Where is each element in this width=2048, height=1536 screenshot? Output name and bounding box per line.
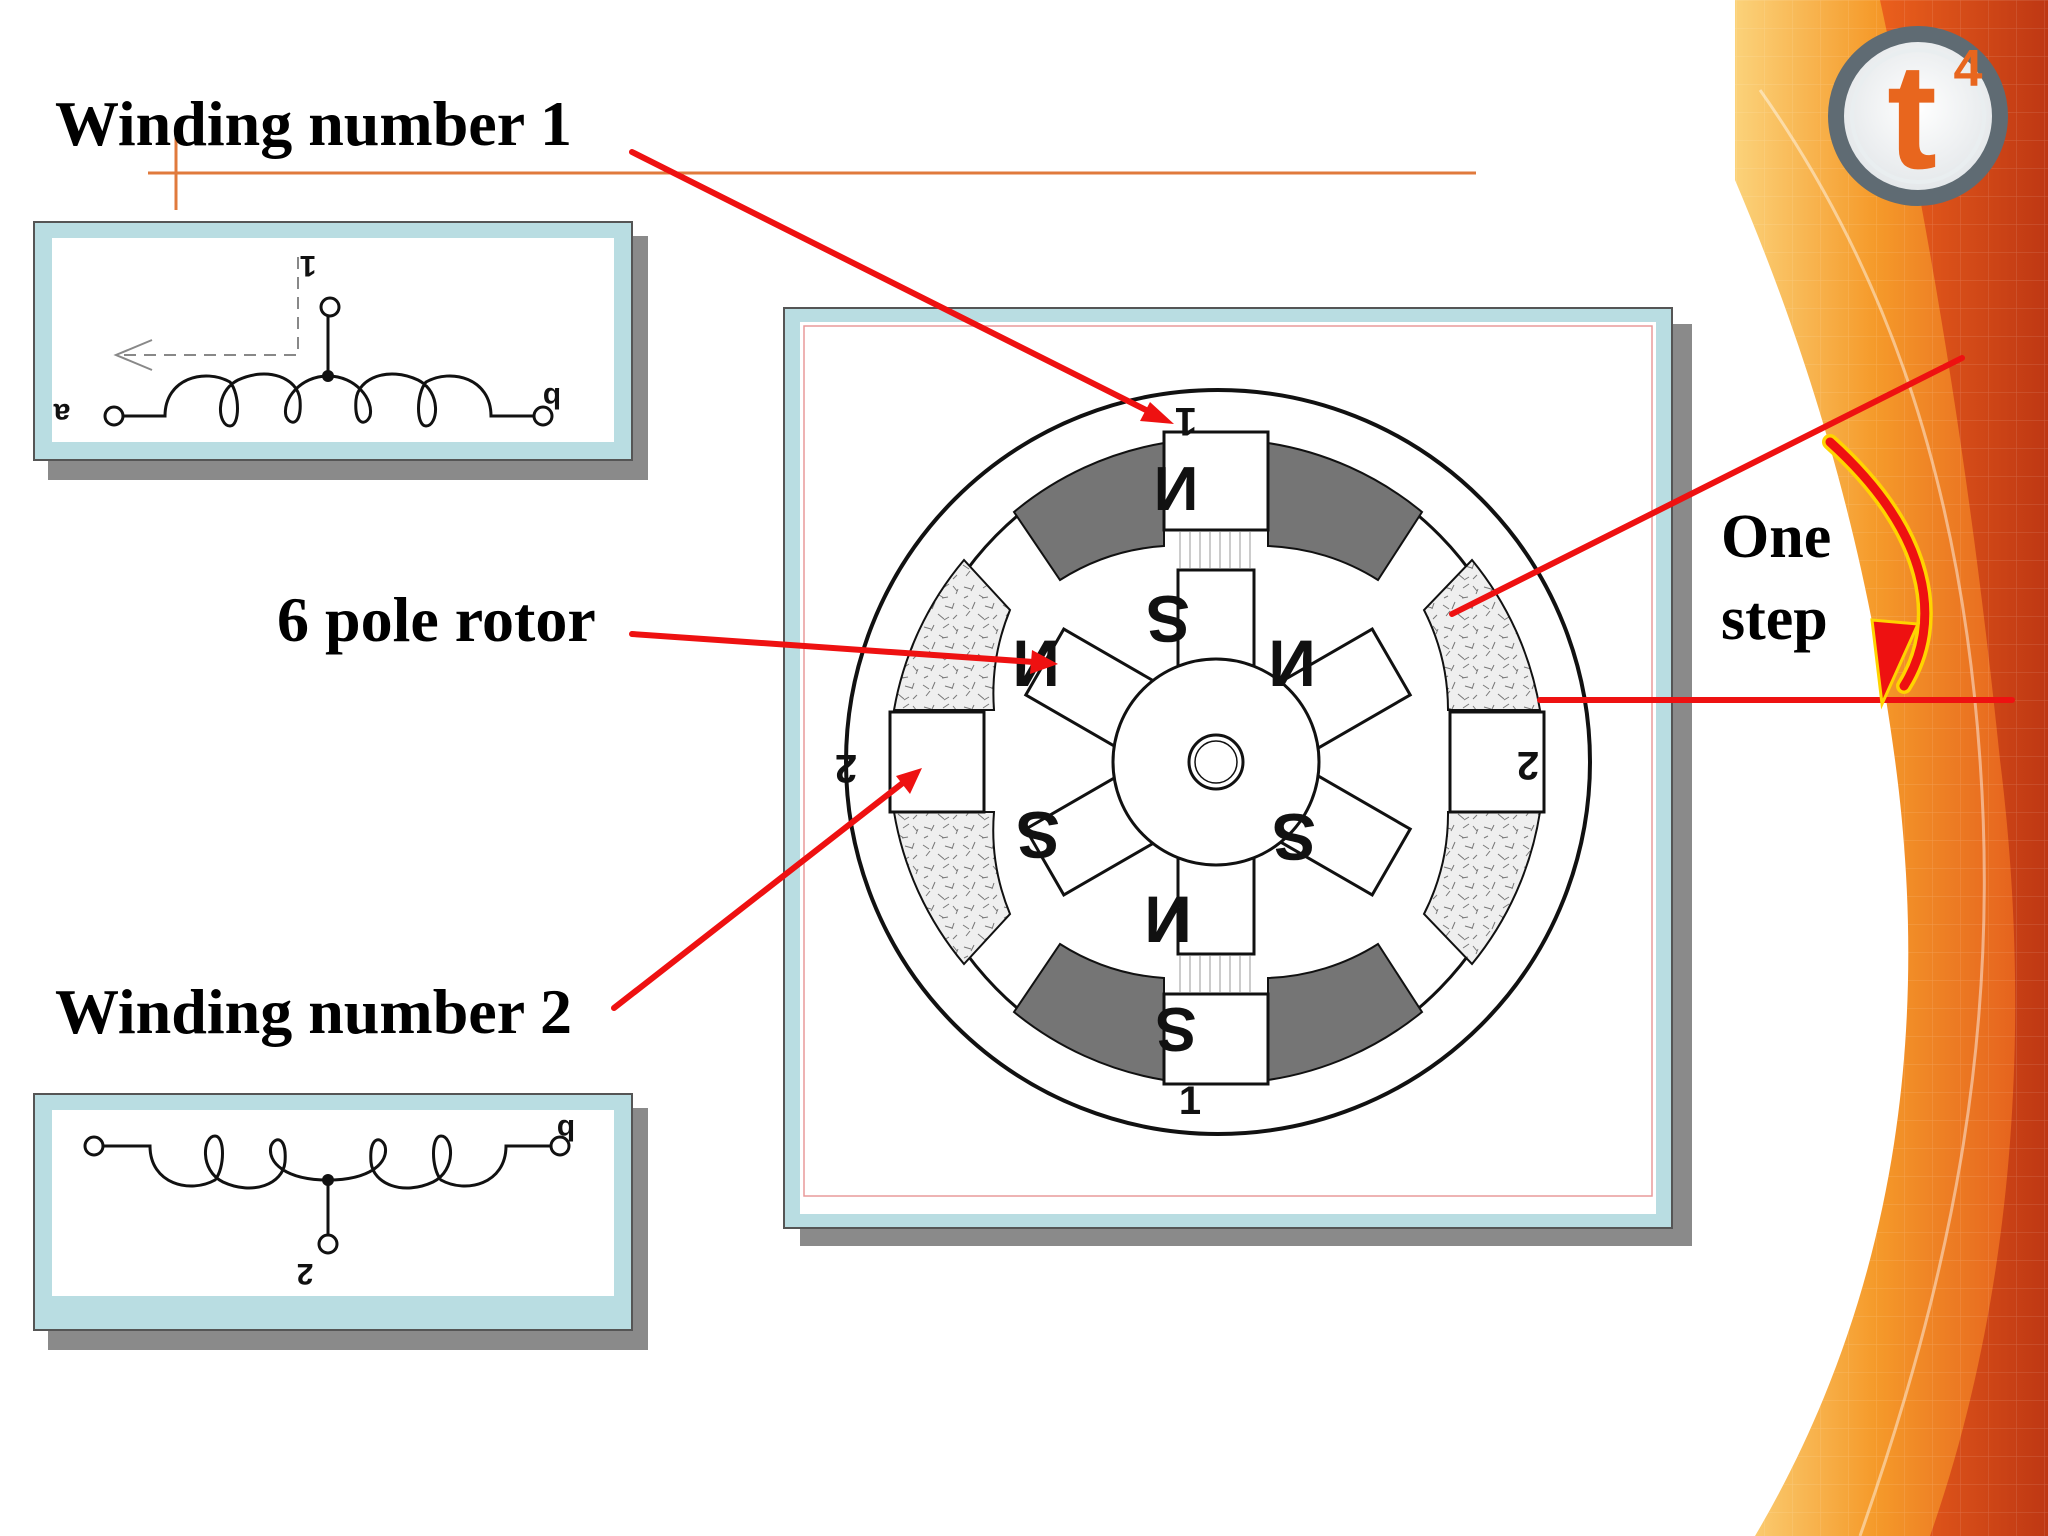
step-curved-arrow (1822, 434, 1933, 710)
stator-polarity-top: N (1154, 455, 1199, 524)
rotor-shaft (1187, 733, 1245, 791)
step-line-angled (1449, 355, 1965, 617)
stator-pole-left (888, 710, 986, 814)
rotor-pole-lower-right: S (1272, 800, 1316, 874)
stator-polarity-bottom: S (1155, 994, 1196, 1063)
step-label-one: One (1721, 503, 1832, 571)
coil1-tap: 1 (300, 249, 317, 282)
coil2-tap: 2 (297, 1257, 314, 1290)
decorative-swoosh (1735, 0, 2048, 1536)
winding-right-upper (1422, 558, 1542, 711)
rotor-pole-bottom: N (1144, 882, 1192, 956)
t4-logo: t 4 (1828, 26, 2008, 206)
step-label-step: step (1721, 585, 1828, 653)
stator-label-right: 2 (1517, 743, 1539, 787)
logo-letter: t (1887, 32, 1937, 200)
winding1-label: Winding number 1 (55, 88, 572, 159)
rotor-pole-upper-right: N (1268, 626, 1316, 700)
header-rule (148, 138, 1476, 210)
stator-pole-bottom (1162, 992, 1270, 1086)
logo-superscript: 4 (1954, 40, 1983, 98)
winding-right-lower (1422, 811, 1542, 966)
winding-top-right (1267, 441, 1424, 582)
stator-pole-top (1162, 430, 1270, 532)
coil2-end-right: b (557, 1113, 575, 1146)
rotor-pole-top: S (1146, 582, 1190, 656)
winding2-label: Winding number 2 (55, 976, 572, 1047)
rotor-pole-lower-left: S (1016, 798, 1060, 872)
arrow-winding1 (629, 149, 1157, 417)
stator-label-left: 2 (835, 746, 857, 790)
coil1-end-right: b (543, 381, 561, 414)
arrow-winding2 (611, 779, 907, 1011)
winding-left-lower (892, 811, 1012, 966)
stator-label-top: 1 (1175, 399, 1197, 443)
winding-bottom-right (1267, 942, 1424, 1082)
coil-panel-1: a b 1 (33, 221, 648, 480)
annotation-arrows (611, 149, 2015, 1011)
coil-panel-2: b 2 (33, 1093, 648, 1350)
arrow-rotor (629, 631, 1037, 665)
rotor-label: 6 pole rotor (277, 584, 596, 655)
winding-left-upper (892, 558, 1012, 711)
coil1-end-left: a (53, 397, 70, 430)
stator-pole-right (1448, 710, 1546, 814)
stator-label-bottom: 1 (1179, 1079, 1201, 1123)
stepper-motor: N N S S N S N S 1 1 2 2 (835, 388, 1592, 1136)
